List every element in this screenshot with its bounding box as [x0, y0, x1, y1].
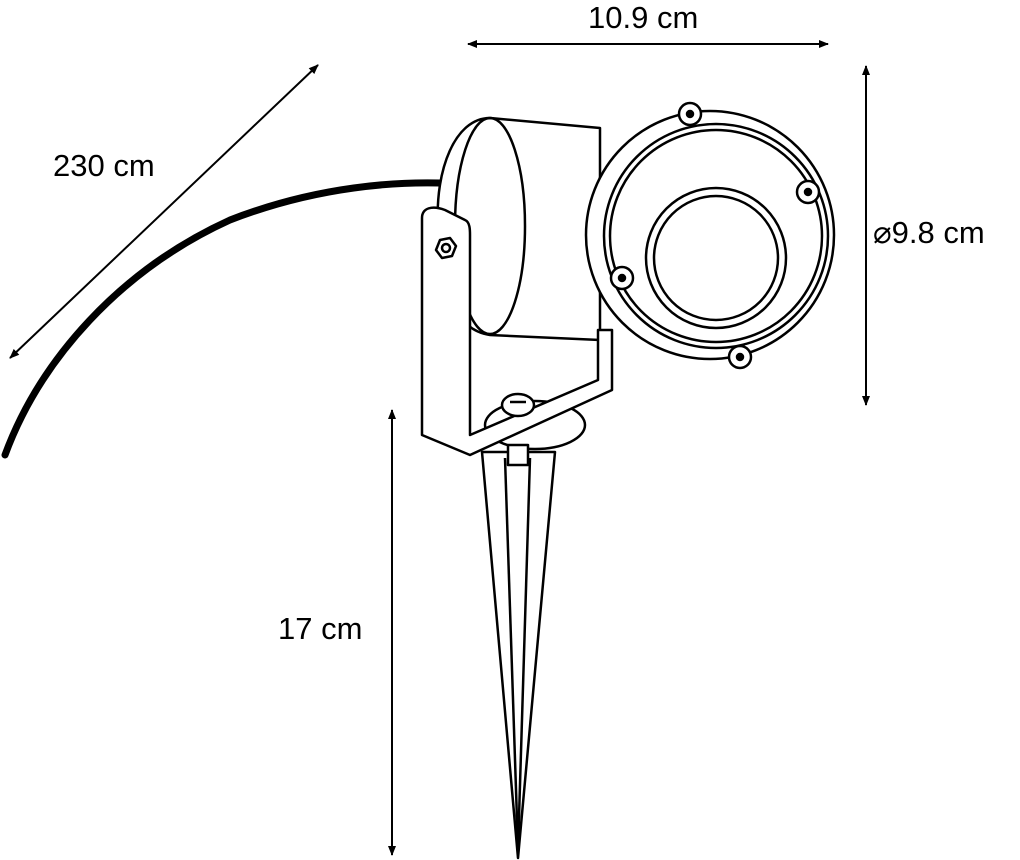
lens — [644, 186, 788, 330]
cable-length-label: 230 cm — [53, 148, 155, 183]
mounting-bracket — [420, 206, 614, 457]
cable — [1, 179, 444, 459]
cable-dimension-arrow — [9, 64, 319, 359]
bracket-screw — [500, 392, 536, 418]
diameter-label: ⌀9.8 cm — [873, 215, 985, 250]
bracket-nut — [434, 236, 458, 260]
width-label: 10.9 cm — [588, 0, 699, 35]
spike-length-label: 17 cm — [278, 611, 363, 646]
